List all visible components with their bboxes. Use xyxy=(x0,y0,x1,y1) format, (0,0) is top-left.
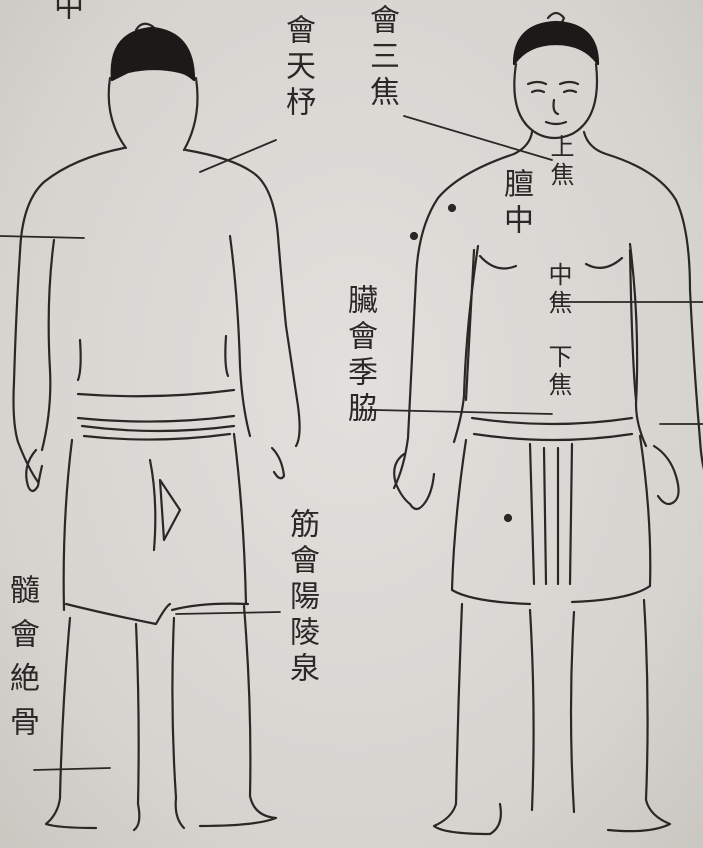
label-zangjili: 臟會季脇 xyxy=(344,284,374,428)
label-jinyangling: 筋會陽陵泉 xyxy=(286,508,316,688)
back-view-figure-icon xyxy=(14,24,300,830)
label-tianzhu: 會天杼 xyxy=(282,14,312,122)
leader-zangjili xyxy=(376,410,552,414)
leader-suijuegu xyxy=(34,768,110,770)
label-zhongjiao: 中焦 xyxy=(546,262,570,318)
label-top-left-fragment: 中 xyxy=(50,0,80,26)
leader-lines xyxy=(0,116,703,770)
label-xiajiao: 下焦 xyxy=(546,344,570,400)
label-tanzhong: 膻中 xyxy=(500,168,530,240)
leader-left-torso xyxy=(0,236,84,238)
label-shangjiao: 上焦 xyxy=(548,134,572,190)
label-suijuegu: 髓會絶骨 xyxy=(6,574,36,750)
leader-jinyangling xyxy=(176,612,280,614)
label-sanjiao: 會三焦 xyxy=(366,4,396,112)
